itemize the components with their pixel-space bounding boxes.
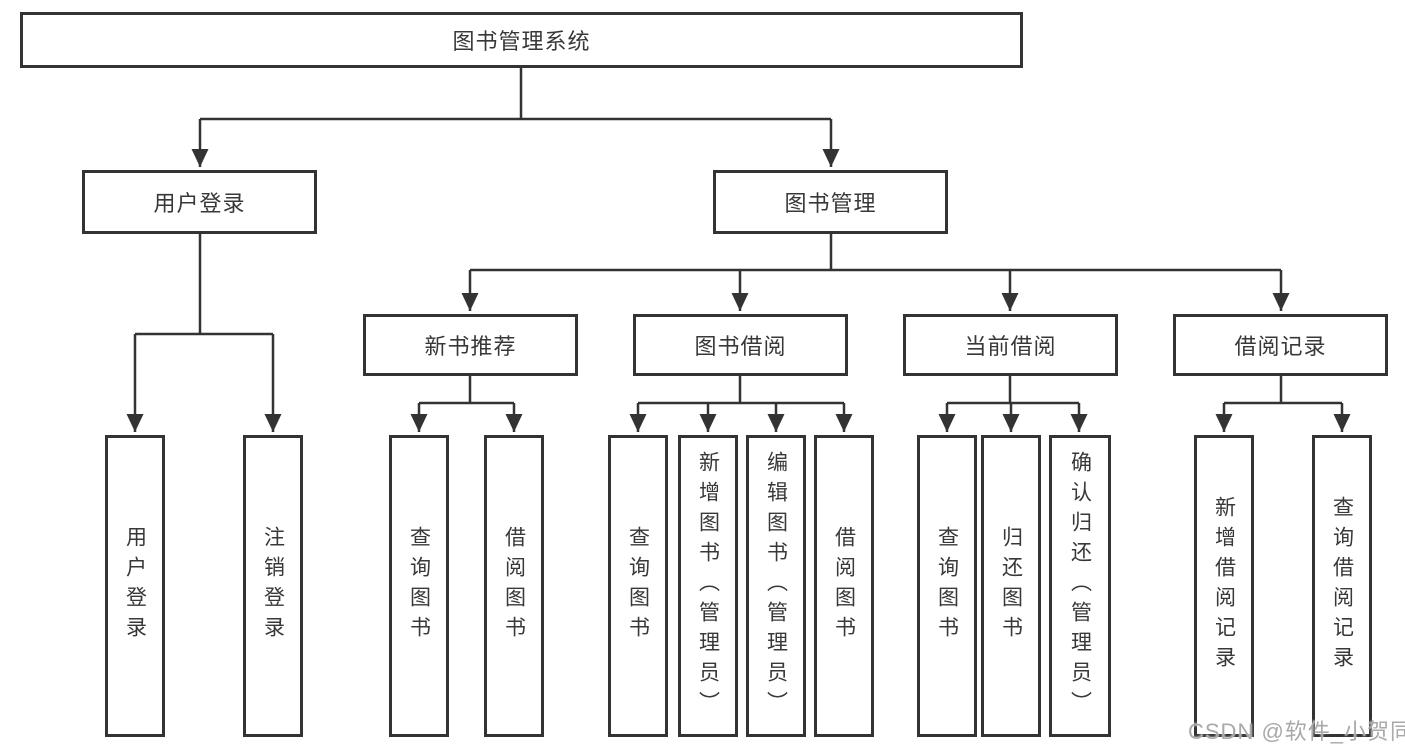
leaf-label: 确认归还（管理员） — [1068, 451, 1092, 721]
leaf-edit-books-admin: 编辑图书（管理员） — [746, 435, 806, 737]
node-book-management: 图书管理 — [713, 170, 948, 234]
leaf-label: 新增图书（管理员） — [696, 451, 720, 721]
leaf-label: 查询图书 — [626, 526, 650, 646]
node-book-borrow: 图书借阅 — [633, 314, 848, 376]
leaf-label: 注销登录 — [261, 526, 285, 646]
leaf-label: 查询图书 — [935, 526, 959, 646]
leaf-label: 归还图书 — [999, 526, 1023, 646]
leaf-query-books-3: 查询图书 — [917, 435, 977, 737]
leaf-label: 借阅图书 — [832, 526, 856, 646]
leaf-label: 查询图书 — [407, 526, 431, 646]
leaf-borrow-books-2: 借阅图书 — [814, 435, 874, 737]
leaf-label: 新增借阅记录 — [1212, 496, 1236, 676]
leaf-return-books: 归还图书 — [981, 435, 1041, 737]
leaf-user-login: 用户登录 — [105, 435, 165, 737]
node-label: 新书推荐 — [424, 334, 517, 359]
leaf-logout: 注销登录 — [243, 435, 303, 737]
node-new-book-recommend: 新书推荐 — [363, 314, 578, 376]
node-label: 图书管理系统 — [452, 29, 591, 54]
leaf-label: 编辑图书（管理员） — [764, 451, 788, 721]
leaf-label: 用户登录 — [123, 526, 147, 646]
leaf-borrow-books-1: 借阅图书 — [484, 435, 544, 737]
node-label: 借阅记录 — [1234, 334, 1327, 359]
node-borrow-records: 借阅记录 — [1173, 314, 1388, 376]
leaf-confirm-return-admin: 确认归还（管理员） — [1049, 435, 1111, 737]
leaf-label: 查询借阅记录 — [1330, 496, 1354, 676]
node-label: 当前借阅 — [964, 334, 1057, 359]
leaf-add-books-admin: 新增图书（管理员） — [678, 435, 738, 737]
node-current-borrow: 当前借阅 — [903, 314, 1118, 376]
leaf-query-books-1: 查询图书 — [389, 435, 449, 737]
node-library-management-system: 图书管理系统 — [20, 12, 1023, 68]
node-label: 图书借阅 — [694, 334, 787, 359]
leaf-query-borrow-record: 查询借阅记录 — [1312, 435, 1372, 737]
node-user-login: 用户登录 — [82, 170, 317, 234]
leaf-add-borrow-record: 新增借阅记录 — [1194, 435, 1254, 737]
node-label: 用户登录 — [153, 191, 246, 216]
leaf-query-books-2: 查询图书 — [608, 435, 668, 737]
csdn-watermark: CSDN @软件_小贺同学 — [1188, 719, 1405, 744]
leaf-label: 借阅图书 — [502, 526, 526, 646]
node-label: 图书管理 — [784, 191, 877, 216]
